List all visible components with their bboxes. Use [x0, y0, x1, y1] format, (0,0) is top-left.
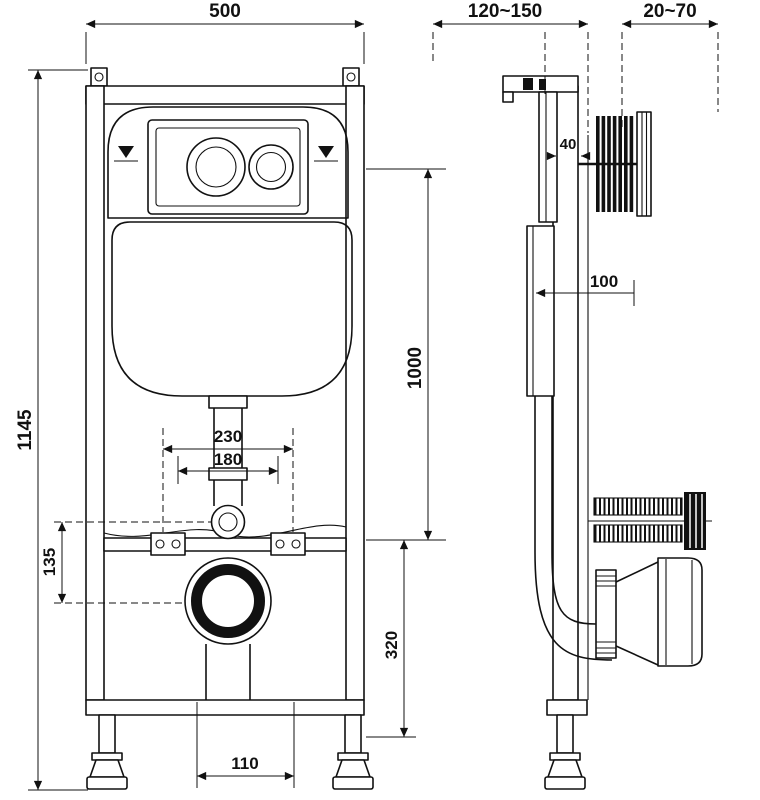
right-leg-nut [337, 752, 369, 761]
left-rail [85, 85, 105, 701]
dim-outlet-height-label: 320 [382, 631, 401, 659]
cistern-top-section [107, 106, 349, 219]
anchor-coil [596, 116, 600, 212]
elbow-outer [534, 551, 613, 661]
anchor-coil [612, 116, 617, 212]
mount-bracket-right [270, 532, 306, 556]
mounting-stud-bottom [593, 524, 683, 543]
dim-span-inner-label: 180 [214, 450, 242, 469]
anchor-coil [601, 116, 606, 212]
cistern-tank [111, 221, 353, 397]
anchor-coil [629, 116, 634, 212]
flush-bend-inner [218, 512, 238, 532]
dim-wall-offset-label: 120~150 [468, 1, 543, 22]
level-mark-right-icon [318, 146, 334, 158]
left-top-tab [90, 67, 108, 87]
side-view [502, 75, 712, 790]
horn-cone-top [615, 561, 659, 583]
bracket-hole [171, 539, 181, 549]
flush-pipe-coupling [208, 467, 248, 481]
top-bracket-lip [502, 91, 514, 103]
dim-width-label: 500 [209, 1, 241, 22]
anchor-end-cap [636, 111, 652, 217]
left-foot-plate [86, 776, 128, 790]
left-leg-nut [91, 752, 123, 761]
flush-button-large [186, 137, 246, 197]
bracket-bolt [523, 78, 533, 90]
bracket-hole [291, 539, 301, 549]
level-mark-left-icon [118, 146, 134, 158]
side-leg-nut [549, 752, 581, 761]
anchor-coil [624, 116, 628, 212]
mounting-stud-top [593, 497, 683, 516]
right-foot-plate [332, 776, 374, 790]
flush-shaft [538, 91, 558, 223]
side-foot [547, 759, 583, 778]
flush-button-small [248, 144, 294, 190]
dimensions: 500 1145 120~150 20~70 40 100 1000 [15, 1, 719, 791]
anchor-coil [618, 116, 622, 212]
cistern-side [526, 225, 555, 397]
right-leg [344, 714, 362, 754]
left-foot [89, 759, 125, 778]
dim-outlet-span-label: 110 [231, 754, 258, 773]
left-tab-hole [94, 72, 104, 82]
flush-bend-outlet [210, 504, 246, 540]
dim-anchor-adjust-label: 20~70 [643, 1, 696, 22]
flush-pipe-flange [208, 395, 248, 409]
flush-plate-outer [147, 119, 309, 215]
mount-bracket-left [150, 532, 186, 556]
mounting-rail [103, 537, 347, 552]
bracket-hole [275, 539, 285, 549]
bracket-hole [155, 539, 165, 549]
dim-span-outer-label: 230 [214, 427, 242, 446]
top-crossbar [85, 85, 365, 105]
right-top-tab [342, 67, 360, 87]
horn-bell [657, 557, 703, 667]
flush-plate-inner [155, 127, 301, 207]
flush-button-small-inner [255, 151, 287, 183]
flush-button-large-inner [195, 146, 237, 188]
dim-plate-depth-label: 40 [560, 136, 577, 153]
dim-panel-height-label: 1000 [405, 347, 426, 389]
side-foot-plate [544, 776, 586, 790]
bracket-bolt [539, 79, 546, 90]
left-leg [98, 714, 116, 754]
right-foot [335, 759, 371, 778]
side-leg [556, 714, 574, 754]
side-bottom-bar [546, 699, 588, 716]
dim-trap-drop-label: 135 [40, 548, 59, 576]
drain-seal-ring [191, 564, 265, 638]
elbow-inner [551, 551, 597, 625]
dim-cistern-depth-label: 100 [590, 272, 618, 291]
horn-cone-bottom [615, 645, 659, 666]
dim-height-label: 1145 [15, 409, 36, 451]
anchor-coil [607, 116, 611, 212]
right-tab-hole [346, 72, 356, 82]
outlet-flange [595, 569, 617, 659]
bottom-crossbar [85, 699, 365, 716]
